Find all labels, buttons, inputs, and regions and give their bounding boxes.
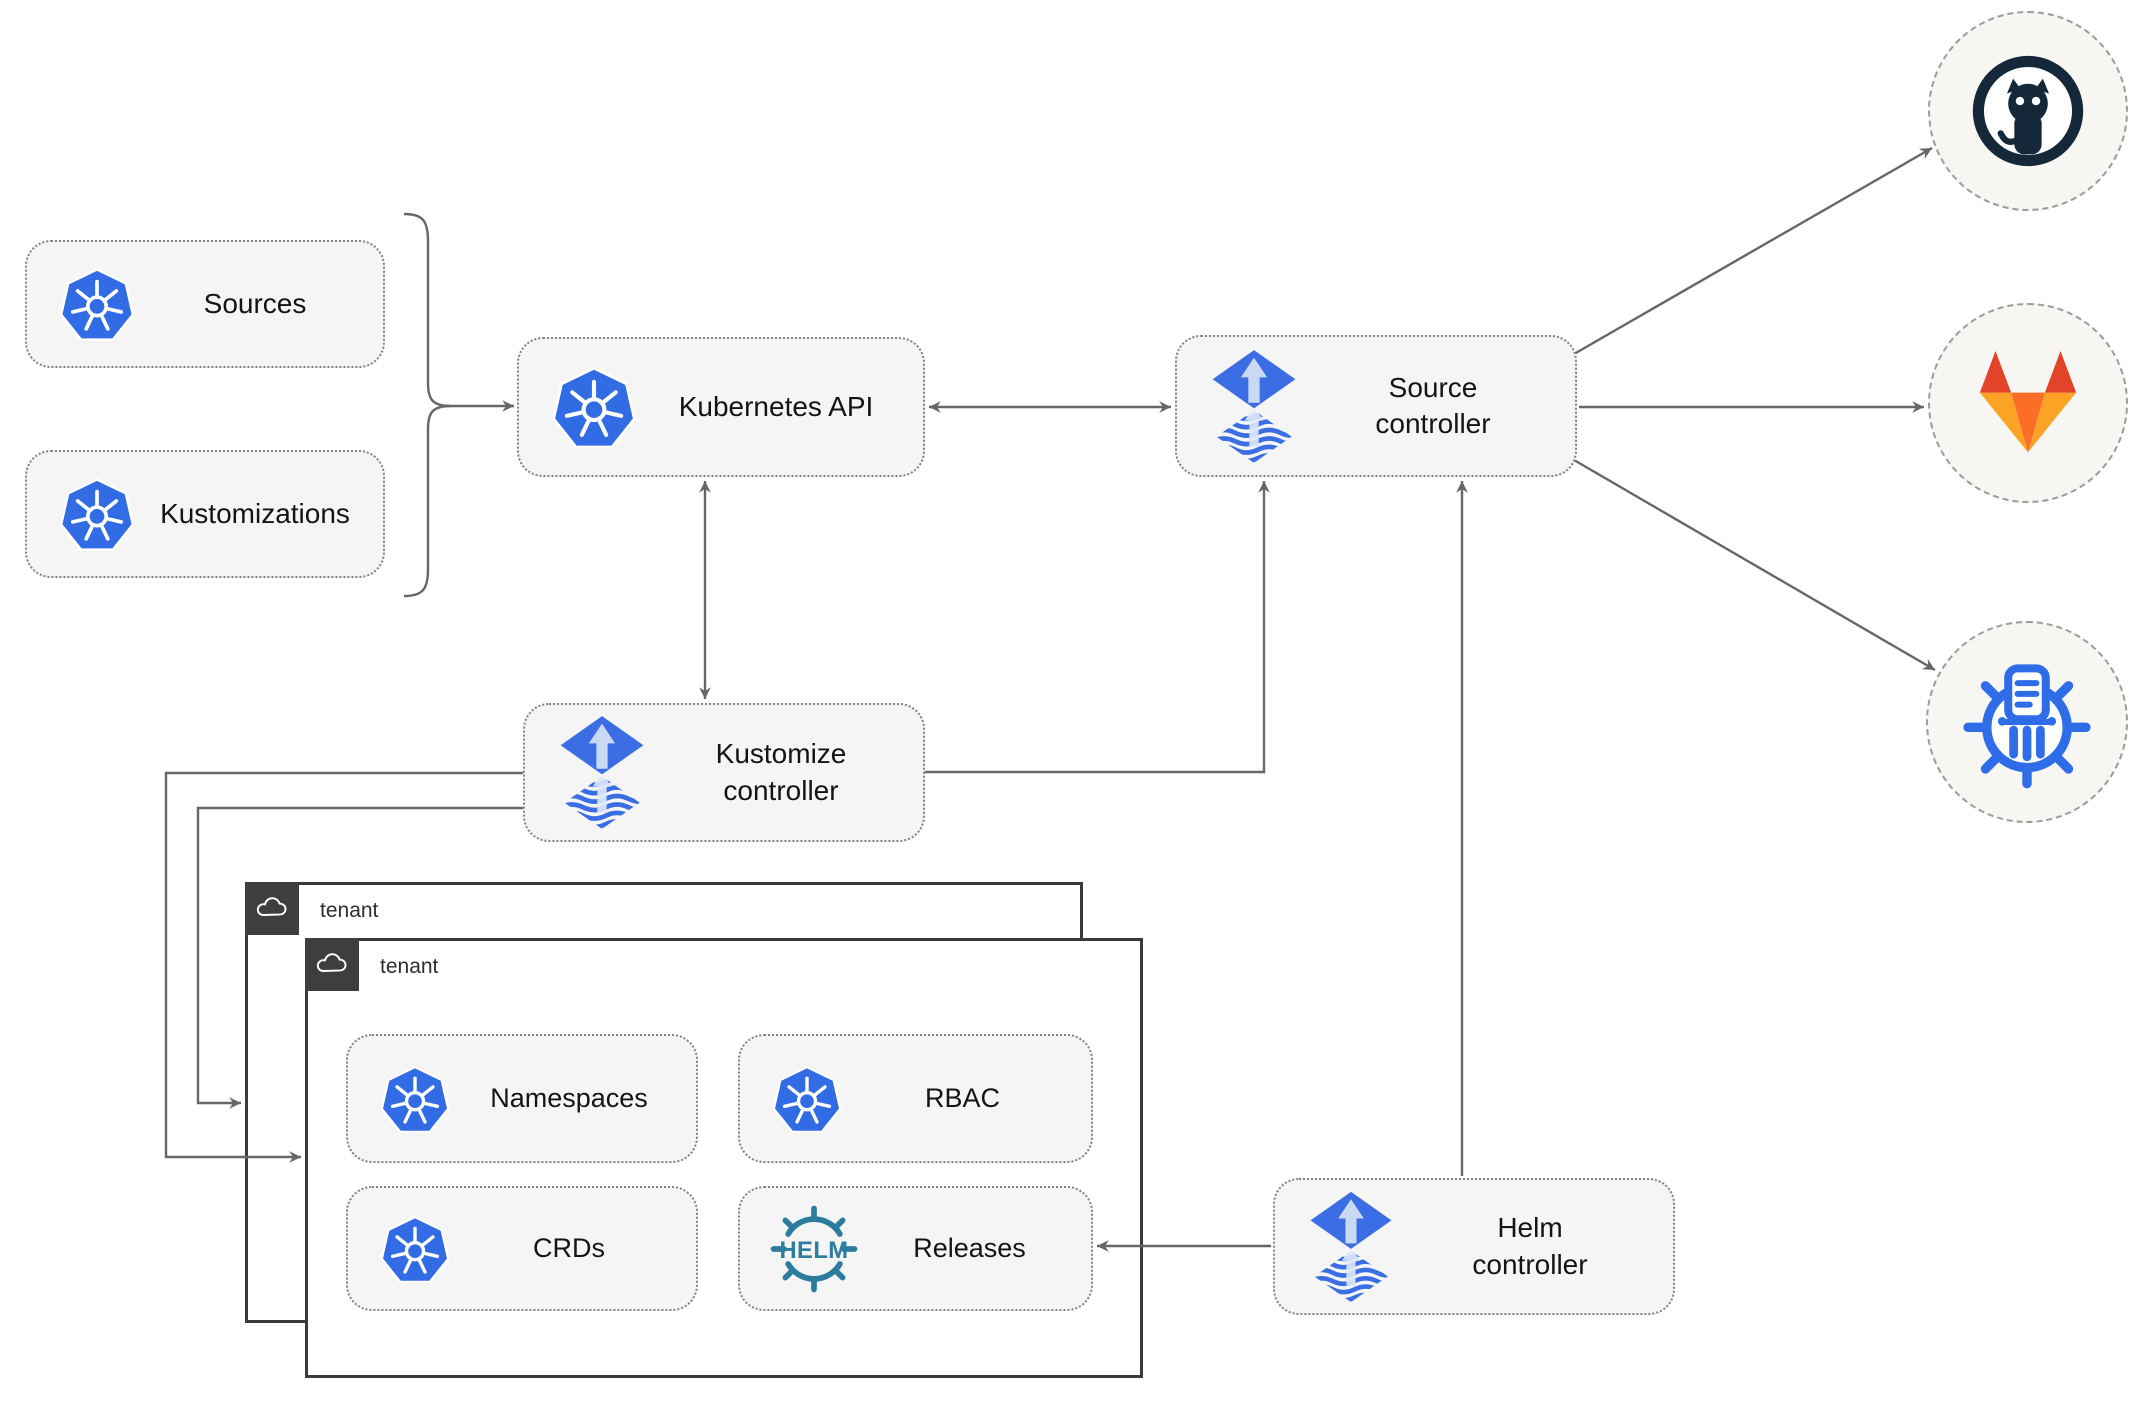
tenant-label: tenant <box>380 955 439 978</box>
node-kustomize-controller: Kustomize controller <box>523 703 925 842</box>
tenant-badge <box>305 938 359 991</box>
node-label: Source controller <box>1375 371 1491 439</box>
node-label: Sources <box>203 287 307 319</box>
cloud-icon <box>254 891 290 927</box>
node-rbac: RBAC <box>738 1034 1093 1163</box>
bracket-sources-group <box>403 212 452 598</box>
node-label: Kubernetes API <box>678 390 874 422</box>
node-crds: CRDs <box>346 1186 698 1311</box>
tenant-label: tenant <box>320 899 379 922</box>
gitlab-icon <box>1963 343 2093 463</box>
node-source-controller: Source controller <box>1175 335 1577 477</box>
edge-source-controller-to-helm-repository <box>1573 458 1936 672</box>
node-helm-controller: Helm controller <box>1273 1178 1675 1315</box>
node-sources: Sources <box>25 240 385 368</box>
node-namespaces: Namespaces <box>346 1034 698 1163</box>
node-label: CRDs <box>533 1232 605 1263</box>
kubernetes-icon <box>770 1062 844 1136</box>
github-icon <box>1966 49 2090 173</box>
node-label: Namespaces <box>490 1082 648 1113</box>
flux-icon <box>1207 348 1301 465</box>
edge-source-controller-to-github <box>1573 146 1933 356</box>
kubernetes-icon <box>57 474 137 554</box>
node-label: Helm controller <box>1472 1212 1588 1280</box>
node-label: Kustomize controller <box>715 738 847 806</box>
kubernetes-icon <box>378 1062 452 1136</box>
helm-repository <box>1926 621 2128 823</box>
kubernetes-icon <box>378 1212 452 1286</box>
node-kubernetes-api: Kubernetes API <box>517 337 925 477</box>
node-kustomizations: Kustomizations <box>25 450 385 578</box>
flux-icon <box>1305 1190 1397 1304</box>
github-repository <box>1928 11 2128 211</box>
node-label: Kustomizations <box>160 497 350 529</box>
node-label: RBAC <box>924 1082 1000 1113</box>
node-releases: HELM Releases <box>738 1186 1093 1311</box>
helm-icon: HELM <box>770 1205 858 1292</box>
helm-logo-text: HELM <box>779 1236 848 1263</box>
gitlab-repository <box>1928 303 2128 503</box>
node-label: Releases <box>913 1232 1026 1263</box>
cloud-icon <box>314 947 350 983</box>
chartmuseum-icon <box>1960 655 2094 789</box>
kubernetes-icon <box>549 362 639 452</box>
kubernetes-icon <box>57 264 137 344</box>
flux-icon <box>555 714 649 831</box>
edge-kustomize-controller-to-source-controller <box>925 481 1270 774</box>
tenant-badge <box>245 882 299 935</box>
